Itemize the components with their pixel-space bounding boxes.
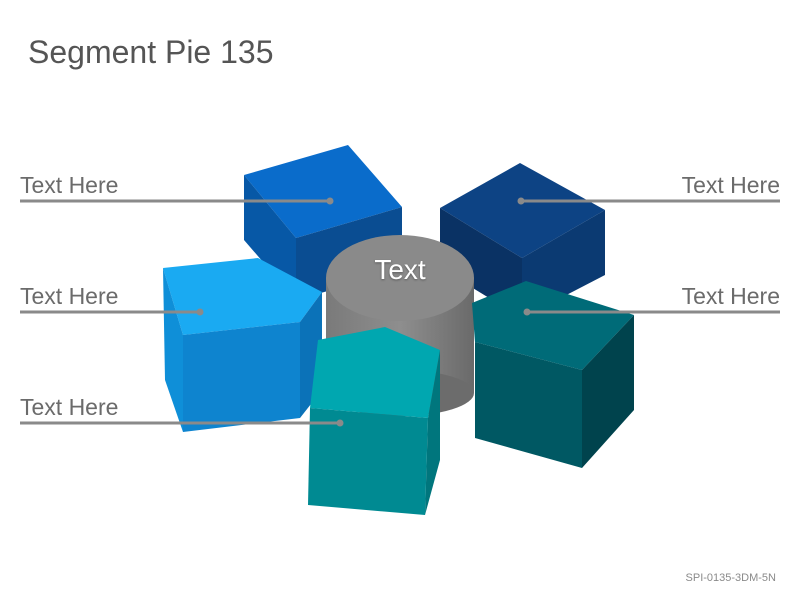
label-top-left: Text Here — [20, 172, 119, 198]
slide-title: Segment Pie 135 — [28, 34, 274, 70]
slide-code: SPI-0135-3DM-5N — [685, 572, 776, 584]
center-label: Text — [374, 254, 426, 285]
label-top-right: Text Here — [681, 172, 780, 198]
label-middle-left: Text Here — [20, 283, 119, 309]
segment-middle-left — [163, 258, 322, 432]
segment-middle-right — [472, 281, 634, 468]
leader-lines — [20, 197, 780, 427]
segment-bottom-center — [308, 327, 440, 515]
label-bottom-left: Text Here — [20, 394, 119, 420]
label-middle-right: Text Here — [681, 283, 780, 309]
segment-top-left — [244, 145, 402, 300]
